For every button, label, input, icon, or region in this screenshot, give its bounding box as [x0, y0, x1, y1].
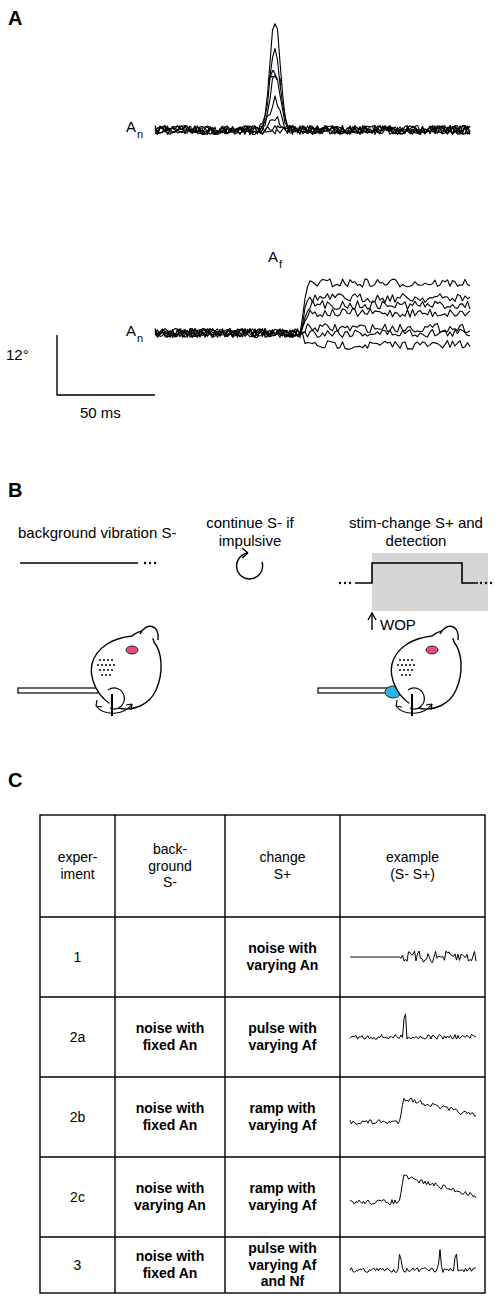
signal-trace: [155, 294, 470, 338]
figure-label: A: [126, 118, 136, 136]
table-cell: noise with fixed An: [125, 1020, 215, 1054]
figure-label: f: [279, 258, 282, 271]
table-cell: 3: [45, 1257, 110, 1274]
table-cell: noise with varying An: [125, 1180, 215, 1214]
figure-label: A: [126, 322, 136, 340]
figure-label: continue S- if impulsive: [190, 514, 310, 550]
table-cell: pulse with varying Af and Nf: [238, 1240, 328, 1290]
table-cell: pulse with varying Af: [238, 1020, 328, 1054]
panel-letter: B: [8, 478, 22, 502]
signal-trace: [155, 126, 470, 135]
table-cell: 2c: [45, 1189, 110, 1206]
signal-trace: [350, 951, 476, 963]
panel-letter: C: [8, 768, 22, 792]
panel-letter: A: [8, 6, 22, 30]
figure-label: 50 ms: [80, 404, 121, 422]
signal-trace: [155, 24, 470, 135]
figure-label: WOP: [380, 616, 416, 634]
table-cell: 2b: [45, 1109, 110, 1126]
table-cell: ramp with varying Af: [238, 1100, 328, 1134]
signal-trace: [155, 96, 470, 134]
table-cell: noise with varying An: [238, 940, 328, 974]
table-cell: back- ground S-: [142, 841, 198, 891]
figure-label: A: [268, 248, 278, 266]
figure-label: stim-change S+ and detection: [340, 514, 492, 550]
signal-trace: [155, 49, 470, 135]
table-cell: ramp with varying Af: [238, 1180, 328, 1214]
signal-trace: [350, 1250, 476, 1273]
table-cell: example (S- S+): [378, 849, 448, 883]
figure-label: A: [268, 66, 278, 84]
table-cell: noise with fixed An: [125, 1100, 215, 1134]
signal-trace: [155, 117, 470, 135]
table-cell: 2a: [45, 1029, 110, 1046]
signal-trace: [155, 301, 470, 338]
figure-label: 12°: [6, 346, 29, 364]
figure-label: n: [137, 128, 143, 141]
table-cell: change S+: [253, 849, 313, 883]
table-cell: noise with fixed An: [125, 1248, 215, 1282]
figure-label: n: [137, 332, 143, 345]
signal-trace: [350, 1175, 476, 1204]
table-cell: 1: [45, 949, 110, 966]
figure-label: f: [279, 76, 282, 89]
table-cell: exper- iment: [50, 849, 106, 883]
signal-trace: [350, 1014, 476, 1040]
signal-trace: [155, 126, 470, 135]
signal-trace: [350, 1098, 476, 1124]
signal-trace: [155, 279, 470, 338]
figure-label: background vibration S-: [18, 524, 176, 542]
signal-trace: [155, 76, 470, 135]
